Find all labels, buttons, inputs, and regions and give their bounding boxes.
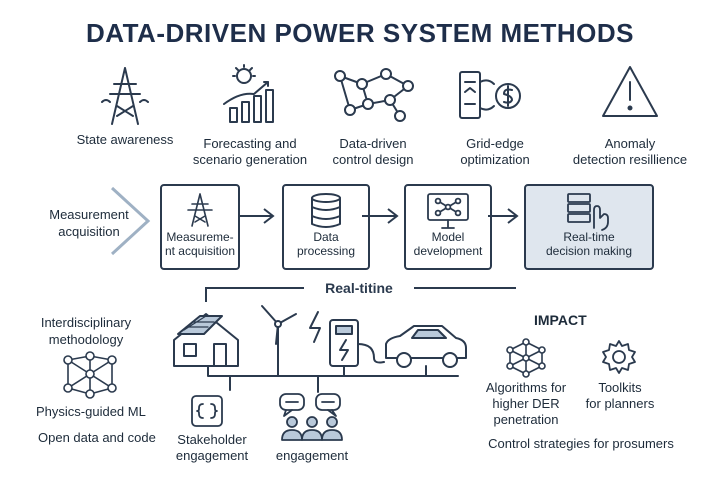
transmission-tower-icon [101, 67, 149, 125]
network-hex-icon [506, 338, 546, 378]
step-model-development: Model development [404, 184, 492, 270]
wind-turbine-icon [261, 305, 297, 367]
algorithms-label: Algorithms for higher DER penetration [485, 380, 567, 427]
chevron-right-icon [110, 186, 151, 256]
pipeline-lead-label: Measurement acquisition [49, 207, 129, 239]
category-label: Data-driven control design [332, 136, 414, 167]
grid-edge-device-icon [459, 71, 521, 119]
charger-icon [329, 319, 385, 367]
page-title: DATA-DRIVEN POWER SYSTEM METHODS [85, 18, 635, 48]
realtime-connector [205, 287, 516, 302]
category-label: Forecasting and scenario generation [192, 136, 308, 167]
database-icon [311, 193, 341, 228]
step-data-processing: Data processing [282, 184, 370, 270]
house-solar-icon [173, 313, 239, 367]
step-label: Data processing [296, 230, 356, 258]
forecast-chart-icon [223, 64, 274, 123]
open-data-label: Open data and code [38, 430, 156, 445]
network-nodes-icon [334, 68, 414, 122]
electric-car-icon [385, 325, 467, 368]
category-label: State awareness [76, 132, 174, 147]
control-strategies-label: Control strategies for prosumers [488, 436, 674, 451]
category-state-awareness: State awareness [60, 60, 190, 150]
arrow-right-icon [488, 208, 519, 224]
category-forecasting: Forecasting and scenario generation [185, 60, 315, 170]
arrow-right-icon [362, 208, 399, 224]
energy-scene [173, 305, 467, 393]
category-control-design: Data-driven control design [308, 60, 438, 170]
engagement-label: engagement [275, 448, 349, 463]
stakeholder-label: Stakeholder engagement [175, 432, 249, 463]
lightning-icon [309, 311, 321, 343]
interdisciplinary-label: Interdisciplinary methodology [40, 315, 132, 347]
category-label: Anomaly detection resillience [572, 136, 688, 167]
server-hand-icon [567, 193, 609, 231]
group-chat-icon [279, 393, 343, 441]
realtime-label: Real-titine [325, 280, 393, 296]
step-label: Real-time decision making [545, 230, 633, 258]
arrow-right-icon [240, 208, 275, 224]
category-label: Grid-edge optimization [460, 136, 530, 167]
category-anomaly: Anomaly detection resillience [560, 60, 700, 170]
code-document-icon [191, 395, 223, 427]
warning-triangle-icon [602, 66, 658, 117]
toolkits-label: Toolkits for planners [585, 380, 655, 411]
step-real-time-decision: Real-time decision making [524, 184, 654, 270]
step-label: Model development [413, 230, 483, 258]
impact-heading: IMPACT [534, 312, 587, 328]
physics-ml-label: Physics-guided ML [36, 404, 146, 419]
monitor-network-icon [427, 193, 469, 229]
step-label: Measureme- nt acquisition [164, 230, 236, 258]
category-grid-edge: Grid-edge optimization [430, 60, 560, 170]
gear-icon [602, 340, 636, 374]
neural-network-icon [63, 351, 117, 399]
step-measurement: Measureme- nt acquisition [160, 184, 240, 270]
tower-small-icon [187, 193, 213, 227]
